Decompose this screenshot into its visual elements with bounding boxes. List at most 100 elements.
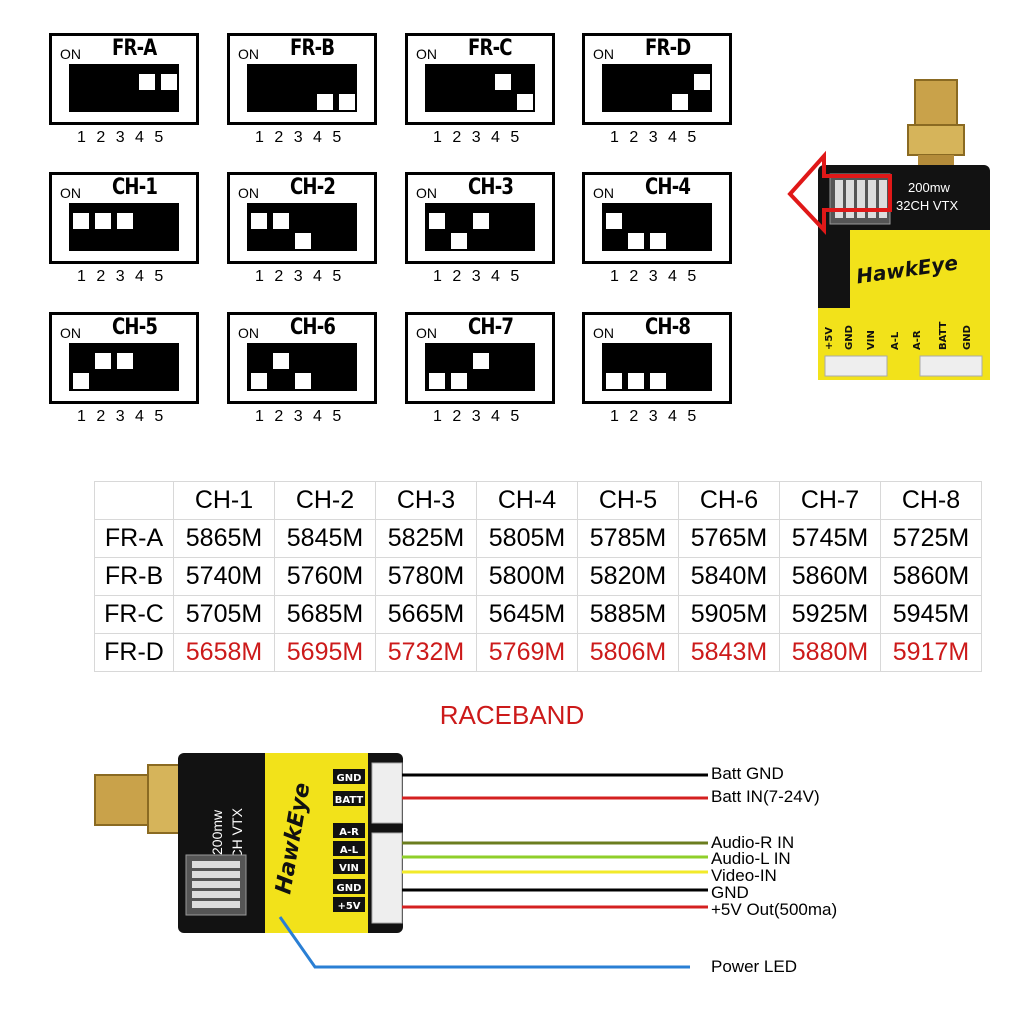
- dip-lever-1: [606, 373, 622, 389]
- dip-lever-4: [317, 94, 333, 110]
- dip-switch-body: [69, 343, 179, 391]
- dip-title: FR-A: [112, 36, 157, 61]
- dip-position-numbers: 1 2 3 4 5: [610, 129, 700, 146]
- frequency-cell: 5760M: [274, 557, 376, 596]
- dip-position-numbers: 1 2 3 4 5: [610, 408, 700, 425]
- module-power-text: 200mw: [209, 809, 225, 855]
- dip-lever-2: [451, 373, 467, 389]
- pin-label-bg: [333, 859, 365, 874]
- dip-position-numbers: 1 2 3 4 5: [77, 268, 167, 285]
- module-label-yellow: [265, 753, 330, 933]
- frequency-cell: 5725M: [880, 519, 982, 558]
- frequency-cell: 5805M: [476, 519, 578, 558]
- vtx-wiring-diagram: 200mw 32CH VTX HawkEye GNDBATTA-RA-LVING…: [94, 753, 708, 969]
- wire-label: Audio-R IN: [711, 833, 795, 852]
- pin-label: GND: [844, 325, 855, 350]
- dip-lever-3: [473, 213, 489, 229]
- column-header: CH-3: [375, 481, 477, 520]
- dip-position-numbers: 1 2 3 4 5: [255, 268, 345, 285]
- dip-switch-body: [69, 203, 179, 251]
- dip-lever-2: [273, 213, 289, 229]
- dip-position-numbers: 1 2 3 4 5: [433, 129, 523, 146]
- dip-diagram-ch-2: ON CH-2: [227, 172, 377, 264]
- dip-switch-body: [602, 64, 712, 112]
- module-power-text: 200mw: [908, 180, 951, 195]
- pin-label: A-R: [339, 827, 359, 838]
- dip-lever-2: [95, 353, 111, 369]
- dip-lever-3: [650, 233, 666, 249]
- frequency-cell: 5840M: [678, 557, 780, 596]
- dip-on-label: ON: [416, 325, 437, 341]
- dip-position-numbers: 1 2 3 4 5: [255, 408, 345, 425]
- dip-lever-1: [251, 373, 267, 389]
- dip-lever-3: [650, 373, 666, 389]
- module-vtx-text: 32CH VTX: [896, 198, 958, 213]
- pin-label: VIN: [339, 863, 359, 874]
- dip-lever-3: [295, 233, 311, 249]
- dip-position-numbers: 1 2 3 4 5: [255, 129, 345, 146]
- wire-label: Batt IN(7-24V): [711, 787, 820, 806]
- dip-on-label: ON: [416, 46, 437, 62]
- frequency-cell: 5925M: [779, 595, 881, 634]
- connector-left: [824, 355, 888, 377]
- dip-lever-1: [429, 213, 445, 229]
- row-header: FR-C: [94, 595, 174, 634]
- frequency-cell: 5865M: [173, 519, 275, 558]
- wire-label: +5V Out(500ma): [711, 900, 838, 919]
- dip-lever-1: [429, 373, 445, 389]
- frequency-cell: 5800M: [476, 557, 578, 596]
- row-header: FR-D: [94, 633, 174, 672]
- pin-label-bg: [333, 841, 365, 856]
- dip-switch-body: [425, 343, 535, 391]
- frequency-cell: 5806M: [577, 633, 679, 672]
- sma-connector: [914, 79, 958, 133]
- dip-on-label: ON: [60, 46, 81, 62]
- dip-title: CH-2: [290, 175, 336, 200]
- pin-label: A-R: [912, 330, 923, 350]
- dip-lever-2: [95, 213, 111, 229]
- wire-label: Audio-L IN: [711, 849, 791, 868]
- frequency-cell: 5685M: [274, 595, 376, 634]
- dip-on-label: ON: [593, 185, 614, 201]
- column-header: CH-7: [779, 481, 881, 520]
- dip-position-numbers: 1 2 3 4 5: [610, 268, 700, 285]
- connector-right: [919, 355, 983, 377]
- sma-nut: [147, 764, 183, 834]
- dip-lever-3: [117, 213, 133, 229]
- frequency-cell: 5780M: [375, 557, 477, 596]
- dip-switch-body: [425, 64, 535, 112]
- dip-switch-body: [425, 203, 535, 251]
- frequency-cell: 5917M: [880, 633, 982, 672]
- red-arrow-icon: [787, 150, 892, 236]
- frequency-cell: 5765M: [678, 519, 780, 558]
- column-header: CH-4: [476, 481, 578, 520]
- power-led-line: [278, 916, 690, 969]
- dip-on-label: ON: [238, 46, 259, 62]
- pin-label: GND: [962, 325, 973, 350]
- dip-title: CH-3: [468, 175, 514, 200]
- dip-on-label: ON: [416, 185, 437, 201]
- frequency-cell: 5740M: [173, 557, 275, 596]
- dip-on-label: ON: [238, 185, 259, 201]
- dip-lever-5: [517, 94, 533, 110]
- dip-switch-body: [247, 343, 357, 391]
- frequency-cell: 5825M: [375, 519, 477, 558]
- dip-title: CH-1: [112, 175, 158, 200]
- frequency-cell: 5658M: [173, 633, 275, 672]
- table-corner-cell: [94, 481, 174, 520]
- dip-lever-2: [628, 233, 644, 249]
- dip-switch-body: [247, 64, 357, 112]
- column-header: CH-5: [577, 481, 679, 520]
- column-header: CH-2: [274, 481, 376, 520]
- dip-lever-2: [451, 233, 467, 249]
- dip-title: CH-4: [645, 175, 691, 200]
- dip-lever-4: [139, 74, 155, 90]
- row-header: FR-B: [94, 557, 174, 596]
- dip-lever-1: [606, 213, 622, 229]
